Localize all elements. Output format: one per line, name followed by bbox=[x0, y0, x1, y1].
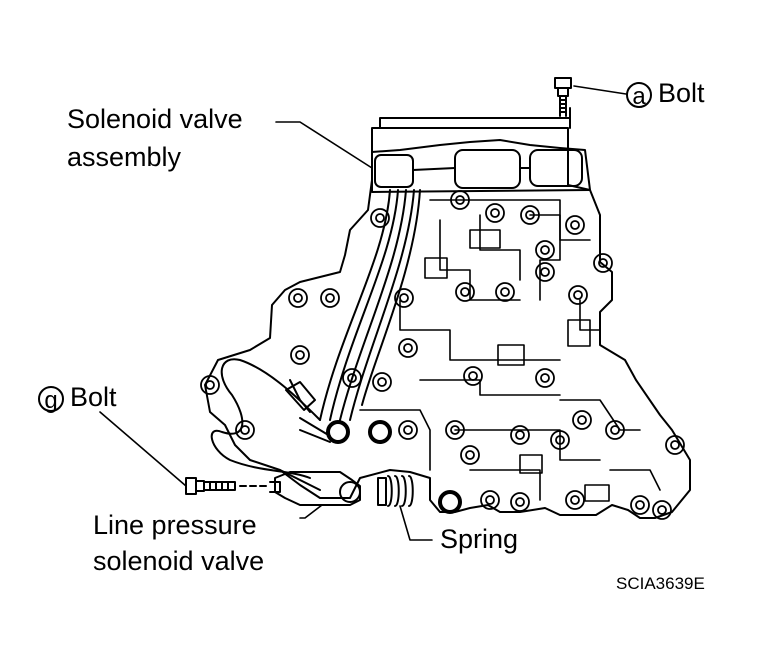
bolt-g-marker: g bbox=[38, 385, 64, 413]
solenoid-cylinder-1 bbox=[374, 154, 414, 188]
valve-body-outline bbox=[204, 127, 691, 519]
highlighted-bolts bbox=[326, 420, 462, 514]
bolt-a-drawing bbox=[554, 77, 572, 117]
bolt-g-drawing bbox=[185, 477, 271, 495]
bolt-holes bbox=[200, 190, 685, 520]
line-pressure-solenoid-line1: Line pressure bbox=[93, 510, 257, 540]
line-pressure-solenoid-line2: solenoid valve bbox=[93, 546, 265, 576]
spring-label: Spring bbox=[440, 524, 519, 554]
bolt-a-text: Bolt bbox=[658, 78, 705, 108]
solenoid-valve-assembly-line1: Solenoid valve bbox=[67, 104, 243, 134]
bolt-a-marker: a bbox=[626, 81, 652, 109]
solenoid-assembly-housing bbox=[371, 139, 591, 193]
solenoid-connector bbox=[285, 381, 316, 411]
wiring-harness bbox=[210, 189, 421, 491]
solenoid-valve-assembly-line2: assembly bbox=[67, 142, 182, 172]
leader-lines bbox=[99, 85, 627, 541]
bolt-g-text: Bolt bbox=[70, 382, 117, 412]
valve-passages bbox=[359, 199, 661, 502]
spring-shape bbox=[377, 475, 414, 507]
solenoid-cylinder-3 bbox=[529, 149, 583, 187]
solenoid-cylinder-2 bbox=[454, 149, 521, 189]
line-pressure-solenoid-body bbox=[274, 471, 361, 506]
figure-code: SCIA3639E bbox=[616, 574, 705, 593]
